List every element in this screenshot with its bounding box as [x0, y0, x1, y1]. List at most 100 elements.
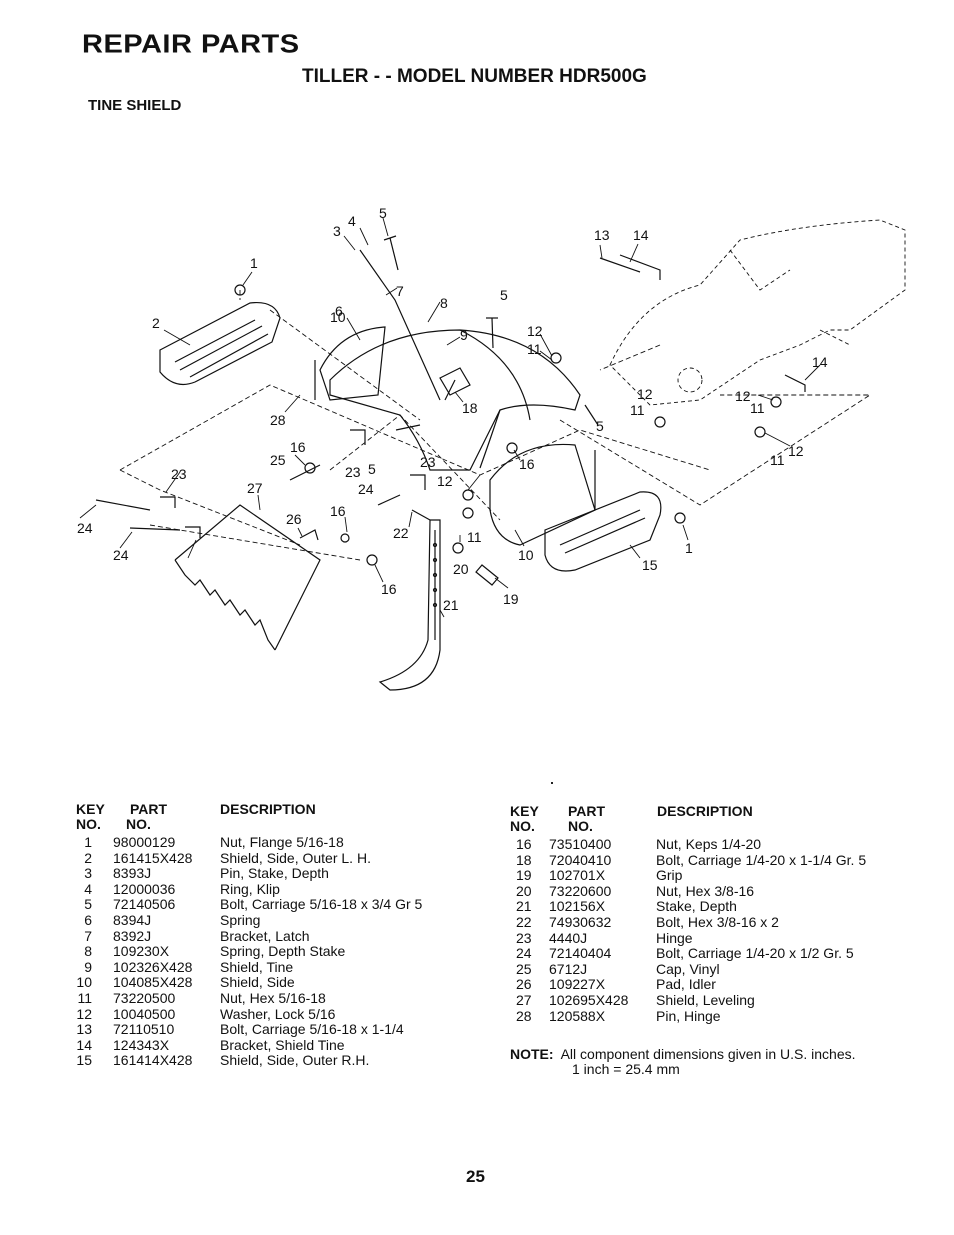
- part-number: 98000129: [113, 834, 176, 850]
- callout: 1: [685, 540, 693, 556]
- key: 13: [76, 1021, 92, 1038]
- page-number: 25: [466, 1167, 485, 1186]
- table-row: 7 8392J Bracket, Latch: [76, 927, 496, 945]
- key: 7: [84, 927, 92, 944]
- callout: 7: [396, 283, 404, 299]
- description: Pad, Idler: [656, 976, 716, 993]
- part-number: 72110510: [113, 1021, 175, 1038]
- description: Spring, Depth Stake: [220, 943, 346, 960]
- callout: 12: [437, 473, 453, 489]
- key: 9: [84, 958, 92, 975]
- key: 24: [516, 945, 532, 962]
- part-number: 74930632: [549, 913, 612, 930]
- callout: 14: [812, 354, 828, 370]
- key: 6: [84, 911, 92, 928]
- key: 2: [84, 849, 92, 866]
- callout: 20: [453, 561, 469, 577]
- key: 10: [76, 974, 92, 991]
- part-number: 102156X: [549, 898, 606, 915]
- page-title: REPAIR PARTS: [82, 30, 300, 59]
- description: Bolt, Hex 3/8-16 x 2: [656, 913, 779, 930]
- callout: 12: [527, 323, 543, 339]
- callout: 19: [503, 591, 519, 607]
- callout: 27: [247, 480, 263, 496]
- col-description: DESCRIPTION: [657, 803, 753, 819]
- tiller-frame-outline: [609, 219, 906, 406]
- part-number: 72040410: [549, 851, 612, 868]
- part-number: 12000036: [113, 880, 176, 897]
- depth-stake: [378, 519, 441, 691]
- description: Shield, Side, Outer L. H.: [220, 849, 371, 866]
- col-key: KEY: [76, 801, 105, 817]
- description: Bracket, Latch: [220, 927, 310, 944]
- callout: 5: [379, 205, 387, 221]
- description: Pin, Hinge: [656, 1007, 721, 1024]
- callout: 2: [152, 315, 160, 331]
- description: Bolt, Carriage 5/16-18 x 3/4 Gr 5: [220, 896, 423, 913]
- depth-linkage-rod: [359, 249, 441, 401]
- description: Spring: [220, 911, 261, 928]
- part-number: 73220600: [549, 882, 612, 899]
- part-number: 8394J: [113, 911, 152, 928]
- callout: 13: [594, 227, 610, 243]
- key: 28: [516, 1007, 532, 1024]
- callout: 14: [633, 227, 649, 243]
- col-key: KEY: [510, 803, 539, 819]
- description: Shield, Tine: [220, 958, 294, 975]
- description: Bracket, Shield Tine: [220, 1036, 345, 1053]
- key: 22: [516, 913, 532, 930]
- callout: 11: [750, 400, 765, 416]
- part-number: 161414X428: [113, 1052, 193, 1069]
- description: Pin, Stake, Depth: [220, 865, 329, 882]
- side-shield-right: [489, 443, 596, 546]
- key: 5: [84, 896, 92, 913]
- part-number: 120588X: [549, 1007, 606, 1024]
- part-number: 10040500: [113, 1005, 176, 1022]
- callout: 24: [113, 547, 129, 563]
- key: 12: [76, 1005, 92, 1022]
- callout: 10: [518, 547, 534, 563]
- col-part-no: NO.: [568, 818, 593, 834]
- callout: 4: [348, 213, 356, 229]
- key: 11: [77, 989, 92, 1006]
- note-line-1: All component dimensions given in U.S. i…: [560, 1046, 856, 1062]
- outer-left-side-shield: [159, 301, 281, 385]
- outer-right-side-shield: [544, 491, 662, 572]
- callout: 11: [527, 341, 542, 357]
- part-number: 109227X: [549, 976, 606, 993]
- callout: 23: [420, 454, 436, 470]
- callout: 5: [368, 461, 376, 477]
- callout: 8: [440, 295, 448, 311]
- section-heading: TINE SHIELD: [88, 97, 182, 114]
- description: Bolt, Carriage 5/16-18 x 1-1/4: [220, 1021, 404, 1038]
- col-description: DESCRIPTION: [220, 801, 316, 817]
- part-number: 4440J: [549, 929, 588, 946]
- part-number: 8392J: [113, 927, 152, 944]
- callout: 16: [290, 439, 306, 455]
- callout: 24: [358, 481, 374, 497]
- callout: 11: [467, 529, 482, 545]
- callout: 3: [333, 223, 341, 239]
- key: 21: [516, 898, 532, 915]
- description: Nut, Flange 5/16-18: [220, 834, 344, 850]
- callout-leaders: [79, 217, 821, 618]
- hardware-pieces: [95, 235, 806, 566]
- key: 19: [516, 867, 532, 884]
- description: Nut, Keps 1/4-20: [656, 836, 762, 852]
- part-number: 6712J: [549, 960, 588, 977]
- callout: 11: [630, 402, 645, 418]
- key: 4: [84, 880, 92, 897]
- part-number: 73510400: [549, 836, 612, 852]
- description: Hinge: [656, 929, 693, 946]
- description: Shield, Side: [220, 974, 295, 991]
